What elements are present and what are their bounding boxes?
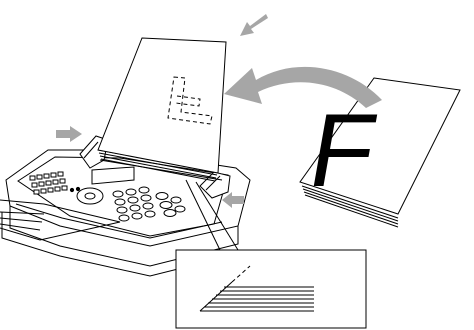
control-panel (29, 166, 186, 222)
loaded-document-stack (97, 37, 227, 182)
mirrored-letter-outline (167, 76, 213, 125)
insert-arrow-icon (240, 14, 268, 36)
lcd-display (91, 166, 135, 185)
flip-arrow-icon (224, 66, 382, 108)
top-sheet (97, 37, 227, 174)
original-sheet (299, 77, 461, 215)
one-touch-keys (29, 171, 68, 195)
navigation-dial (76, 187, 104, 205)
function-keys (155, 192, 186, 217)
detail-inset (175, 249, 367, 329)
dial-pad (112, 186, 156, 222)
zoom-callout-lines (185, 179, 239, 251)
insert-arrow-icon (56, 126, 82, 142)
fax-machine (0, 149, 251, 277)
insert-arrow-icon (222, 192, 244, 208)
staggered-sheets (199, 265, 314, 312)
